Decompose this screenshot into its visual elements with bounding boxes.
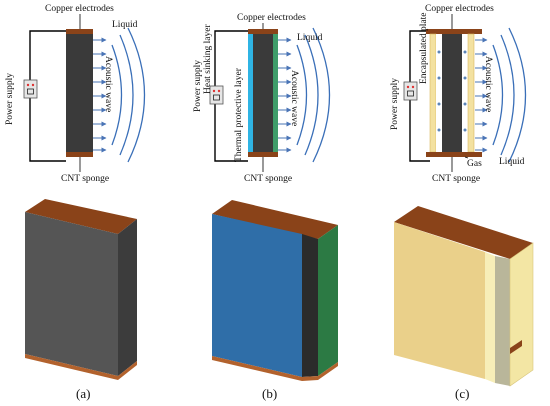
panel-b-top-electrode <box>248 29 278 34</box>
panel-a-wave-label: Acoustic wave <box>103 56 113 112</box>
panel-b-power-label: Power supply <box>193 60 203 112</box>
panel-b-3d-block <box>212 200 338 381</box>
panel-c-3d-copper-bottom <box>510 340 522 354</box>
panel-a-3d-front-face <box>25 212 118 376</box>
panel-b-wave-label: Acoustic wave <box>289 70 299 126</box>
panel-a-liquid-label: Liquid <box>112 20 138 30</box>
panel-c-3d-encap-front <box>394 222 485 379</box>
panel-c-power-label: Power supply <box>390 78 400 130</box>
panel-b-power-supply <box>209 85 224 105</box>
panel-a-cnt-sponge <box>66 34 93 152</box>
panel-b-liquid-label: Liquid <box>297 33 323 43</box>
panel-a-3d-block <box>25 199 137 380</box>
panel-b-3d-copper-top <box>212 200 338 239</box>
panel-c-encapsulated-plate-left <box>429 33 437 153</box>
panel-c-gas-label: Gas <box>467 159 482 169</box>
panel-c-3d-encap-left <box>485 252 495 383</box>
panel-c-gas-dots <box>437 50 467 132</box>
panel-a-top-label: Copper electrodes <box>45 4 114 14</box>
panel-c-encapsulated-plate-right <box>467 33 475 153</box>
panel-b-arrows <box>278 37 292 153</box>
panel-c-bottom-label: CNT sponge <box>432 174 480 184</box>
panel-c-3d-block <box>394 206 534 387</box>
panel-a-3d-side-face <box>118 219 137 376</box>
panel-c-gas-right <box>462 34 468 152</box>
panel-c-3d-cnt-core <box>495 256 510 386</box>
panel-c-power-supply <box>403 81 418 101</box>
panel-a-schematic: Copper electrodes Liquid Power supply Ac… <box>5 4 146 184</box>
panel-a-arrows <box>93 37 107 153</box>
panel-b-heat-sinking-layer <box>248 34 253 152</box>
panel-a-3d-copper-top <box>25 199 137 234</box>
panel-b-cnt-sponge <box>253 34 273 152</box>
panel-b-3d-heat-face <box>212 214 302 377</box>
panel-a-caption: (a) <box>76 386 90 401</box>
panel-a-top-electrode <box>66 29 93 34</box>
panel-c-liquid-label: Liquid <box>499 157 525 167</box>
panel-c-top-electrode <box>426 29 482 34</box>
panel-b-3d-protective-side <box>318 225 338 376</box>
panel-b-protective-layer <box>273 34 278 152</box>
panel-b-bottom-electrode <box>248 152 278 157</box>
panel-a-bottom-label: CNT sponge <box>61 174 109 184</box>
panel-a-power-supply <box>23 79 38 99</box>
panel-c-gas-left <box>436 34 442 152</box>
panel-b-caption: (b) <box>262 386 277 401</box>
panel-c-3d-copper-top <box>394 206 533 259</box>
panel-b-top-label: Copper electrodes <box>237 13 306 23</box>
panel-c-encap-label: Encapsulated plate <box>419 13 429 84</box>
panel-b-heat-label: Heat sinking layer <box>203 24 213 94</box>
panel-c-arrows <box>475 37 488 153</box>
panel-c-caption: (c) <box>455 386 469 401</box>
panel-c-wave-label: Acoustic wave <box>483 56 493 112</box>
panel-c-acoustic-waves <box>492 27 527 163</box>
panel-b-acoustic-waves <box>296 27 331 163</box>
panel-b-bottom-label: CNT sponge <box>244 174 292 184</box>
panel-c-cnt-sponge <box>442 34 462 152</box>
panel-c-bottom-electrode <box>426 152 482 157</box>
panel-a-acoustic-waves <box>111 27 146 163</box>
panel-c-gas-leader <box>464 156 469 159</box>
panel-b-schematic: Copper electrodes Heat sinking layer Liq… <box>193 13 331 184</box>
panel-c-schematic: Copper electrodes Encapsulated plate Pow… <box>390 4 527 184</box>
panel-c-3d-encap-right <box>509 242 534 387</box>
panel-a-bottom-electrode <box>66 152 93 157</box>
panel-b-thermal-label: Thermal protective layer <box>234 67 244 162</box>
panel-a-power-label: Power supply <box>5 73 15 125</box>
panel-c-top-label: Copper electrodes <box>425 4 494 14</box>
panel-b-3d-cnt-side <box>302 234 318 377</box>
